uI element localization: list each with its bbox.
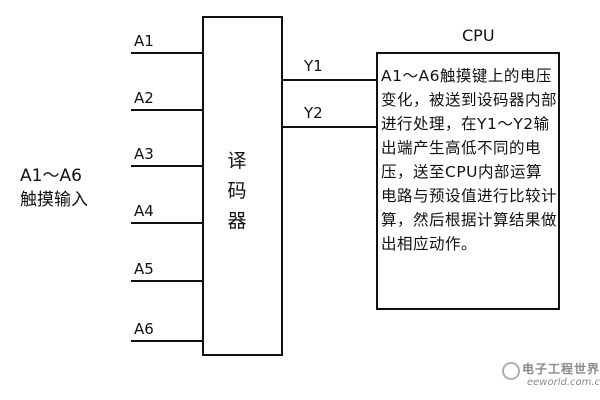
input-label-a3: A3 xyxy=(134,145,154,163)
decoder-label: 译 码 器 xyxy=(227,150,247,232)
input-label-a6: A6 xyxy=(134,320,154,338)
cpu-description: A1～A6触摸键上的电压变化，被送到设码器内部进行处理，在Y1～Y2输出端产生高… xyxy=(381,67,558,253)
decoder-box xyxy=(202,16,283,356)
input-label-a5: A5 xyxy=(134,260,154,278)
output-label-y1: Y1 xyxy=(304,57,323,75)
cpu-box xyxy=(376,52,560,310)
input-label-a2: A2 xyxy=(134,89,154,107)
touch-input-group-label: A1～A6 触摸输入 xyxy=(20,166,88,210)
input-label-a4: A4 xyxy=(134,202,154,220)
watermark-text-cn: 电子工程世界 xyxy=(522,362,600,376)
watermark-text-en: eeworld.com.cn xyxy=(527,377,600,388)
watermark-logo-icon xyxy=(502,362,520,380)
input-label-a1: A1 xyxy=(134,32,154,50)
cpu-title: CPU xyxy=(462,26,495,45)
output-label-y2: Y2 xyxy=(304,104,323,122)
